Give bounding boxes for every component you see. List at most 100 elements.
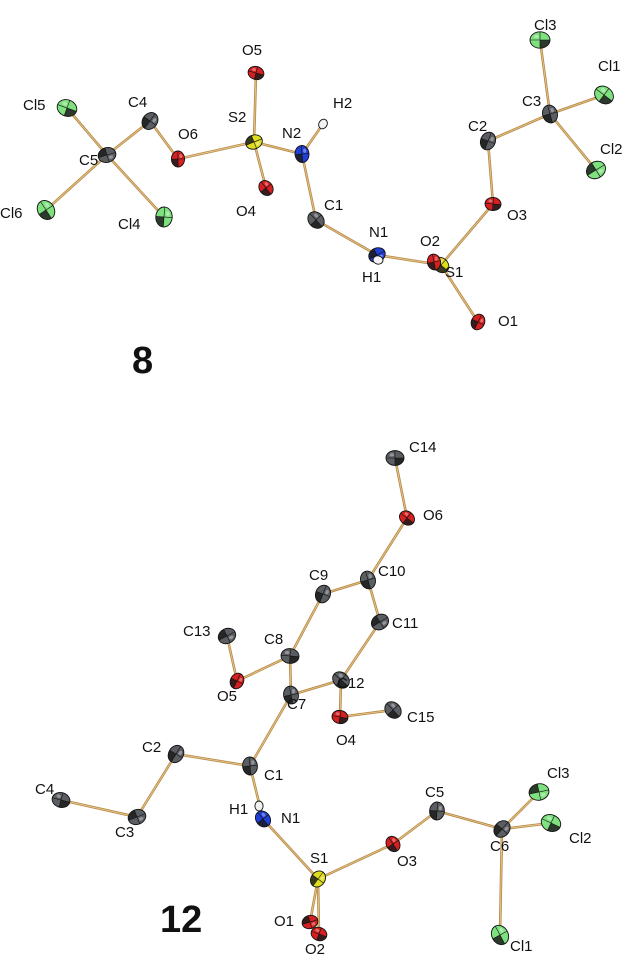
atom-labels-12: C14O6C10C9C11C8C12C7O5C13O4C15C1C2C3C4N1… [35,439,592,958]
atom-label-cl3-12: Cl3 [547,765,570,782]
atom-label-c14-12: C14 [409,439,437,456]
bond-highlight-c3-c2-8 [487,113,551,142]
bond-highlight-c5-cl5-8 [66,107,108,156]
atom-label-s2-8: S2 [228,109,246,126]
atom-label-c13-12: C13 [183,623,211,640]
atom-label-n1-8: N1 [369,224,388,241]
atom-o6-8 [170,150,186,168]
atom-o4-8 [258,180,274,196]
atom-label-cl2-8: Cl2 [600,141,623,158]
atom-o6-12 [399,510,415,526]
bond-highlight-s1-o2-12 [317,878,320,935]
atom-label-o5-12: O5 [217,688,237,705]
atom-label-c7-12: C7 [287,696,306,713]
atom-label-o1-12: O1 [274,913,294,930]
atom-label-c1-12: C1 [264,767,283,784]
atom-o5-8 [247,65,265,81]
atom-o2-12 [310,926,328,942]
atom-label-s1-8: S1 [445,264,463,281]
atom-cl6-8 [36,200,56,220]
bond-highlight-o6-c10-12 [367,517,408,581]
compound-label-12: 12 [160,899,202,941]
atom-c2-8 [479,131,497,151]
atom-c1-8 [307,211,325,229]
atom-s1-12 [310,870,326,888]
atom-c5-8 [97,147,117,163]
atom-h2-8 [318,118,328,130]
atom-label-c10-12: C10 [378,563,406,580]
atom-label-c9-12: C9 [309,567,328,584]
atom-label-o1-8: O1 [498,313,518,330]
atom-cl3-12 [528,783,550,801]
bond-highlight-c1-c2-12 [175,753,251,767]
atom-o4-12 [331,709,349,725]
bond-highlight-n1-s1-12 [262,818,319,880]
bond-highlight-o4-c15-12 [339,709,394,718]
atom-c13-12 [217,627,237,645]
atom-c10-12 [360,570,376,590]
atom-cl1-12 [490,924,510,946]
atom-label-o6-12: O6 [423,507,443,524]
bond-highlight-s2-o6-8 [177,141,255,160]
atom-c2-12 [167,744,185,764]
atom-label-c2-8: C2 [468,118,487,135]
atom-o3-8 [484,196,502,212]
atom-label-c5-8: C5 [79,152,98,169]
atom-c3-8 [542,104,558,124]
atom-c6-12 [493,820,511,838]
atom-label-c8-12: C8 [264,631,283,648]
atom-labels-8: Cl3Cl1C3C2Cl2O3S1O2O1N1H1C1N2H2S2O5O4O6C… [0,17,623,330]
atom-label-c3-8: C3 [522,93,541,110]
atom-label-c4-12: C4 [35,781,54,798]
atom-c15-12 [384,701,402,719]
bond-highlight-s2-o5-8 [253,72,257,143]
atom-n1-12 [254,810,272,828]
atom-label-cl1-12: Cl1 [510,938,533,955]
atom-label-o2-12: O2 [305,941,325,958]
atom-cl2-8 [586,160,606,180]
atom-label-o6-8: O6 [178,126,198,143]
atom-cl3-8 [529,31,551,49]
bond-highlight-n1-c1-8 [315,219,378,256]
structure-8: Cl3Cl1C3C2Cl2O3S1O2O1N1H1C1N2H2S2O5O4O6C… [0,17,623,382]
atom-label-c1-8: C1 [324,197,343,214]
bond-highlight-o3-s1-8 [440,203,494,266]
atoms-12 [51,450,562,946]
atom-label-cl4-8: Cl4 [118,216,141,233]
atom-h1-12 [254,800,264,812]
bond-highlight-s1-o1-8 [440,264,479,323]
bond-highlight-c11-c12-12 [340,621,381,681]
bond-highlight-s1-o3-12 [317,843,394,880]
atom-label-o4-12: O4 [336,732,356,749]
atom-c8-12 [280,648,300,664]
atom-label-o5-8: O5 [242,42,262,59]
atom-o1-12 [301,914,319,930]
bond-highlight-c3-cl3-8 [539,39,551,115]
bond-highlight-c2-c3-12 [136,753,177,818]
bond-highlight-c3-c4-12 [60,799,138,818]
bond-highlight-c14-o6-12 [394,457,408,519]
atom-c4-8 [141,112,159,130]
atom-label-c11-12: C11 [392,615,418,632]
atom-c9-12 [314,584,332,604]
atom-c14-12 [385,450,405,466]
atom-label-c12-12: C12 [337,675,365,692]
atom-label-c5-12: C5 [425,784,444,801]
bond-highlight-c3-cl1-8 [549,94,605,115]
atom-c12-12 [332,671,350,689]
bond-highlight-o3-c5-12 [392,810,438,845]
atom-label-o2-8: O2 [420,233,440,250]
atom-label-o3-12: O3 [397,853,417,870]
bond-highlight-c3-cl2-8 [549,113,597,171]
atoms-8 [36,31,614,331]
atom-label-n1-12: N1 [281,810,300,827]
atom-c5-12 [429,801,445,821]
atom-cl4-8 [155,206,173,228]
atom-label-o4-8: O4 [236,203,256,220]
bond-highlight-c8-o5-12 [236,655,291,682]
atom-label-c6-12: C6 [490,838,509,855]
bond-highlight-c7-c1-12 [249,694,292,767]
atom-label-c3-12: C3 [115,824,134,841]
atom-label-h2-8: H2 [333,95,352,112]
